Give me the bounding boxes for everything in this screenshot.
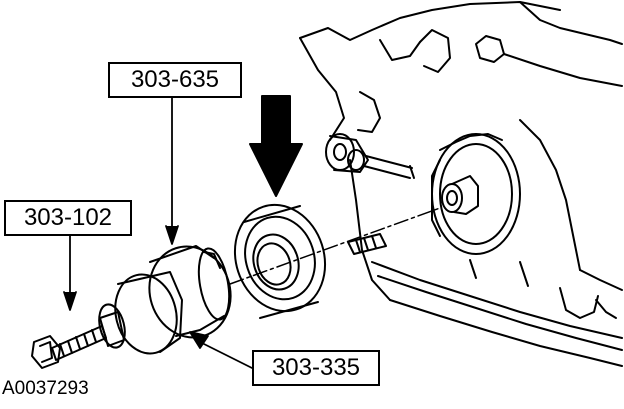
screw-body-303-335 [98, 271, 183, 355]
callout-303-335: 303-335 [252, 350, 380, 386]
rod-303-102 [31, 325, 107, 369]
crank-stud [347, 233, 387, 255]
callout-303-102: 303-102 [4, 200, 132, 236]
engine-block [299, 1, 623, 367]
bracket-bolt [325, 133, 415, 179]
callout-303-635-text: 303-635 [130, 66, 220, 93]
direction-arrow [249, 95, 303, 197]
centerline [229, 207, 441, 285]
callout-303-102-text: 303-102 [23, 204, 113, 231]
figure-id: A0037293 [2, 378, 89, 399]
front-seal [233, 203, 327, 319]
leader-lines [63, 97, 253, 369]
callout-303-335-text: 303-335 [271, 354, 361, 381]
crank-hub [431, 133, 521, 255]
callout-303-635: 303-635 [108, 62, 242, 98]
